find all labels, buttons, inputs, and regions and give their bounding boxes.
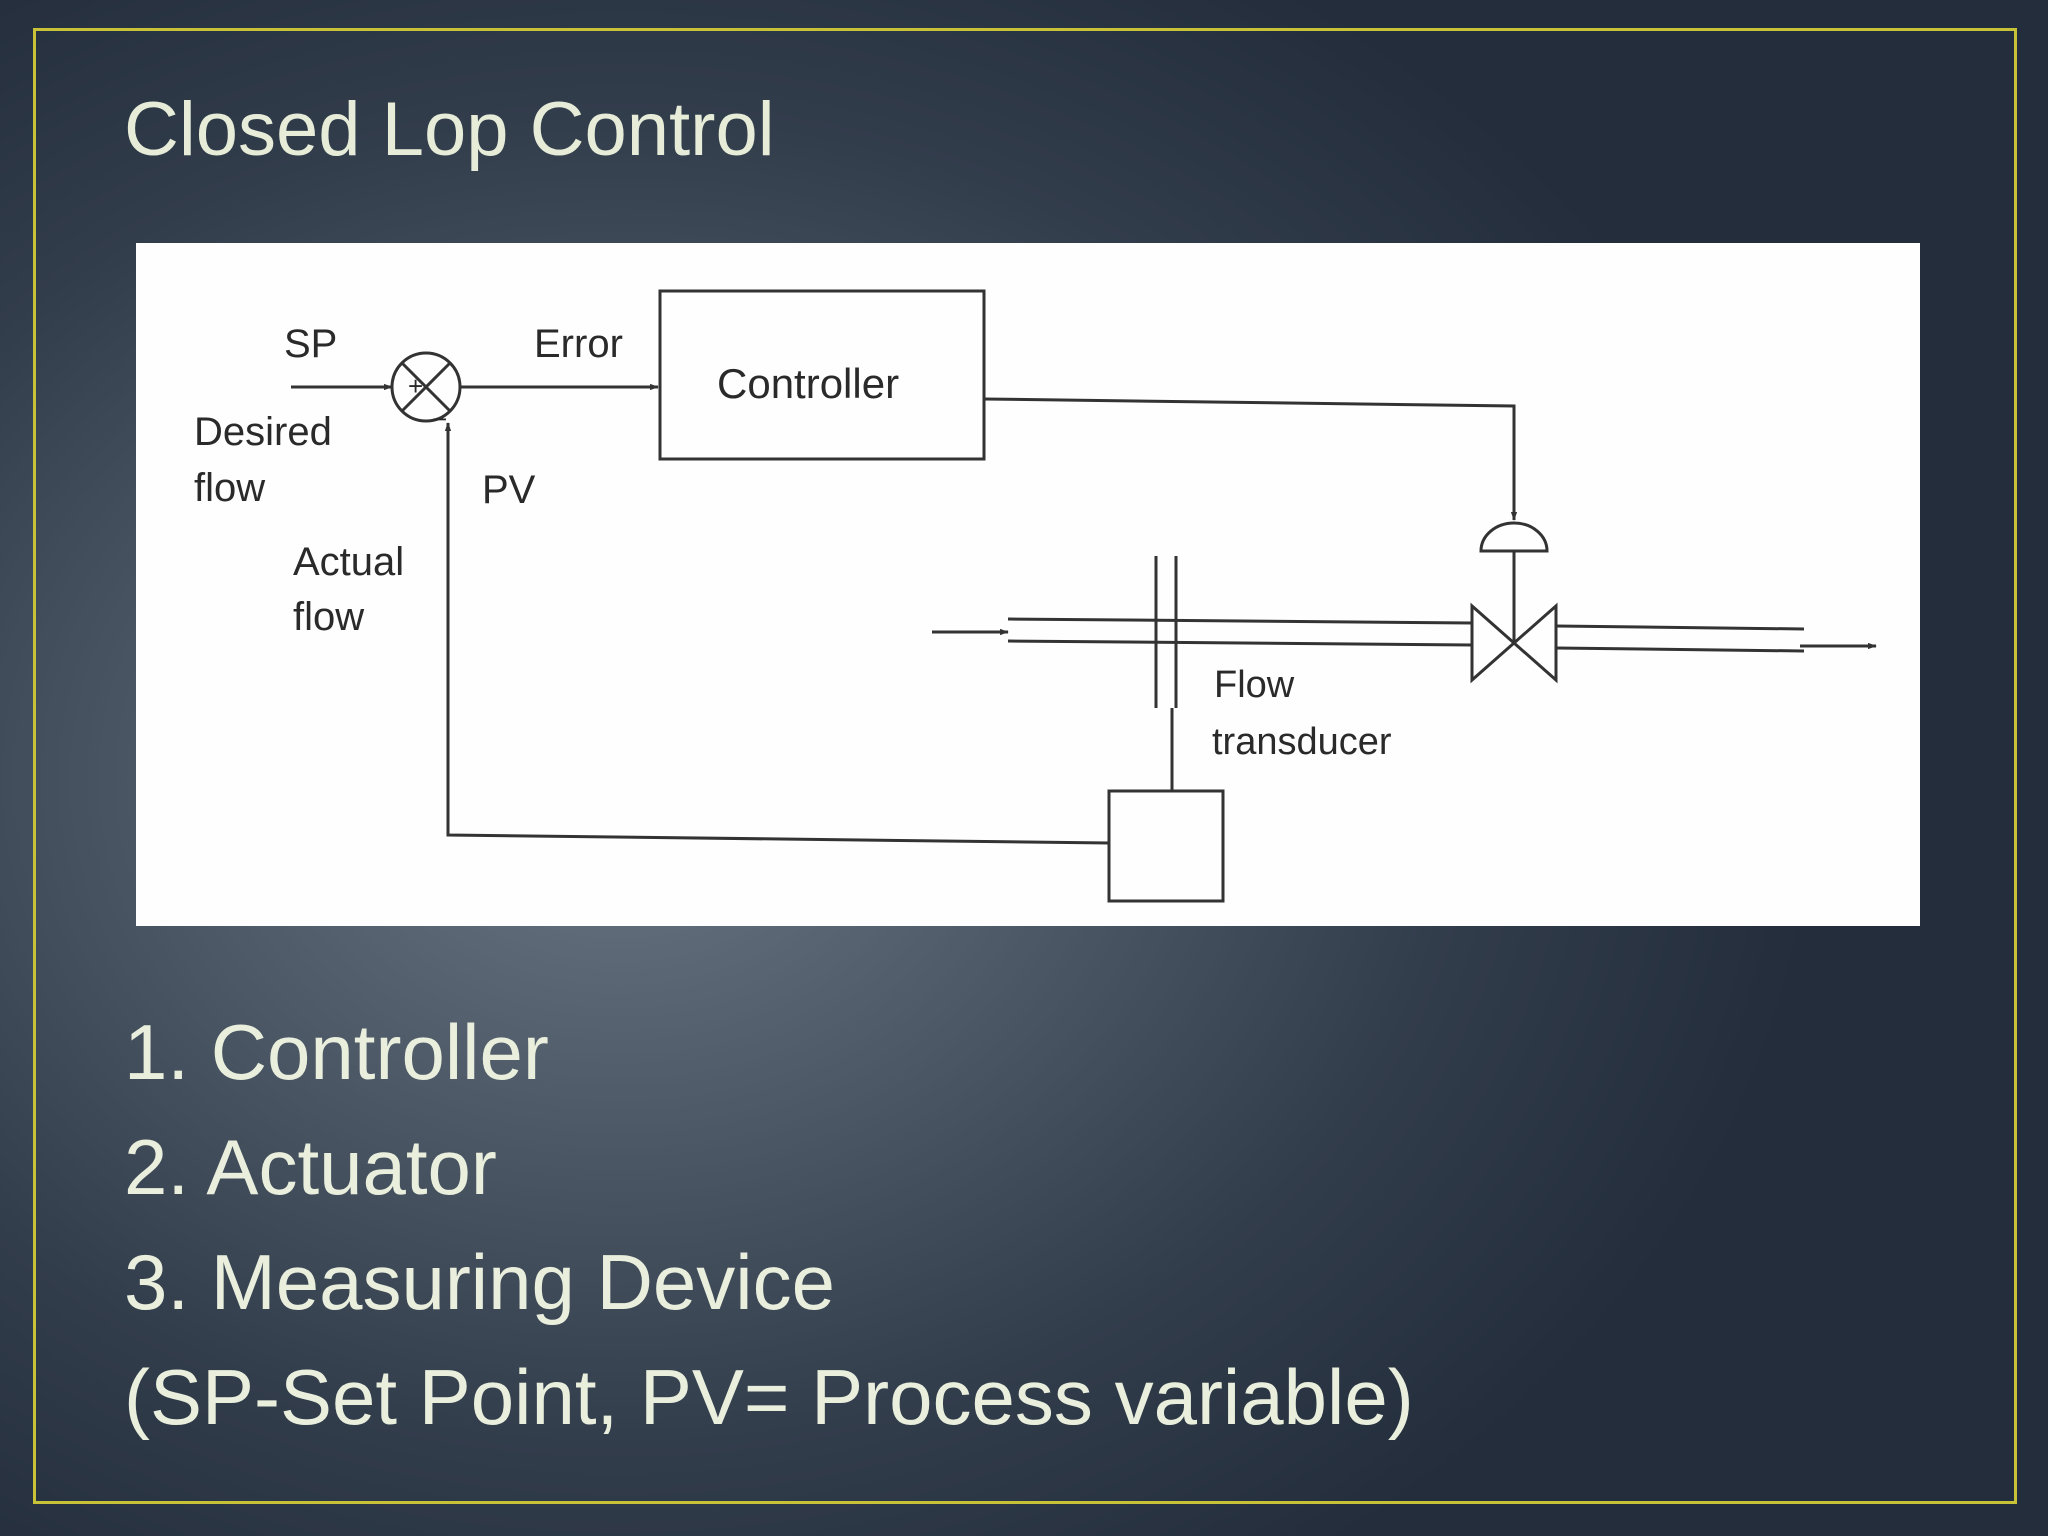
pipe-bottom-outlet — [1555, 646, 1805, 653]
desired-flow-label-line2: flow — [194, 466, 265, 510]
pipe-bottom — [1007, 639, 1473, 647]
controller-block — [658, 289, 986, 461]
diagram-canvas: + − Controller — [194, 289, 1877, 903]
controller-output-line — [983, 397, 1518, 521]
list-item: 3. Measuring Device — [124, 1238, 835, 1326]
flow-transducer-label-line1: Flow — [1214, 664, 1295, 706]
components-list: 1. Controller 2. Actuator 3. Measuring D… — [124, 995, 1414, 1455]
slide-border — [33, 28, 2017, 1504]
sp-label: SP — [284, 322, 337, 366]
desired-flow-label-line1: Desired — [194, 410, 332, 454]
controller-label: Controller — [717, 360, 899, 407]
actual-flow-label-line2: flow — [293, 595, 364, 639]
error-label: Error — [534, 322, 623, 366]
list-item: (SP-Set Point, PV= Process variable) — [124, 1353, 1414, 1441]
valve-actuator — [1479, 521, 1549, 553]
summing-junction — [390, 351, 462, 423]
pipe-top — [1007, 617, 1473, 625]
actual-flow-label-line1: Actual — [293, 540, 404, 584]
minus-sign: − — [432, 404, 447, 434]
slide-title: Closed Lop Control — [124, 87, 775, 172]
pipe-top-outlet — [1555, 624, 1805, 631]
list-item: 1. Controller — [124, 1008, 549, 1096]
closed-loop-diagram: + − Controller — [136, 243, 1920, 926]
pv-label: PV — [482, 468, 536, 512]
plus-sign: + — [408, 371, 423, 401]
control-valve — [1470, 602, 1558, 684]
list-item: 2. Actuator — [124, 1123, 497, 1211]
flow-transducer-box — [1107, 789, 1225, 903]
feedback-line — [446, 461, 1110, 845]
flow-transducer-label-line2: transducer — [1212, 721, 1392, 763]
orifice-plate — [1154, 556, 1178, 708]
